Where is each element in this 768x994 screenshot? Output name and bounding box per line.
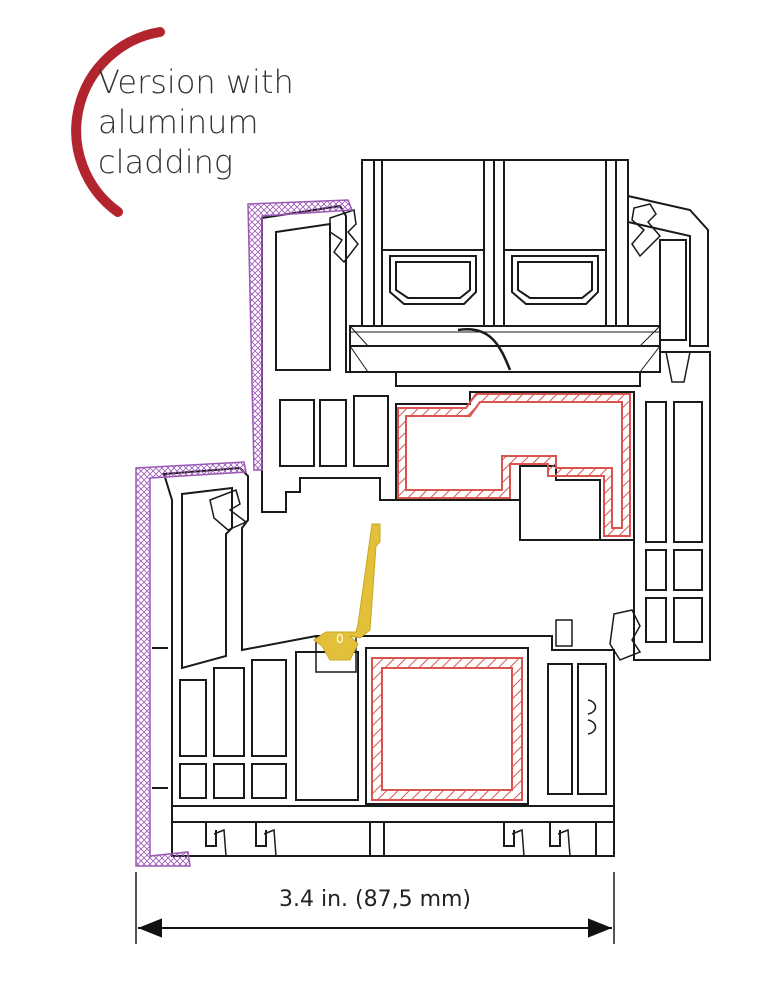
caption-line-1: Version with [98, 63, 294, 101]
locking-hardware [313, 523, 381, 661]
accent-arc [71, 27, 165, 217]
zero-mark: 0 [336, 632, 344, 646]
upper-steel-reinforcement [397, 393, 631, 537]
caption-line-2: aluminum [98, 103, 259, 141]
lower-steel-reinforcement [371, 657, 523, 801]
lower-aluminum-cladding [135, 461, 247, 867]
glazing-unit [349, 159, 661, 373]
sash-profile [261, 194, 711, 661]
upper-aluminum-cladding [247, 199, 354, 471]
dimension-label: 3.4 in. (87,5 mm) [279, 887, 471, 912]
caption: Version with aluminum cladding [98, 62, 358, 182]
width-dimension: 3.4 in. (87,5 mm) [135, 872, 615, 944]
caption-line-3: cladding [98, 143, 234, 181]
